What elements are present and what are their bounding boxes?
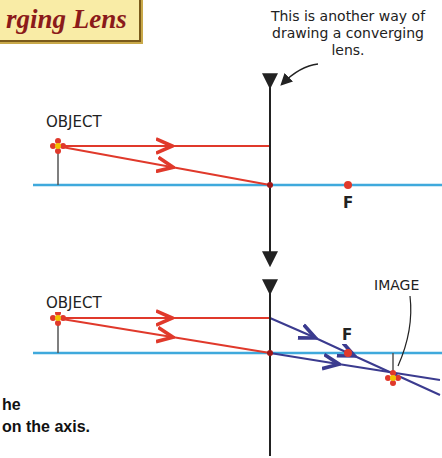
- focal-label: F: [343, 194, 353, 212]
- leader-line: [398, 296, 411, 366]
- light-ray: [62, 317, 270, 319]
- refracted-ray: [270, 353, 440, 380]
- leader-line: [282, 64, 318, 84]
- body-text: on the axis.: [2, 418, 90, 436]
- focal-label: F: [342, 326, 352, 344]
- image-label: IMAGE: [374, 277, 419, 293]
- title-band: rging Lens: [0, 0, 141, 42]
- body-text: he: [2, 396, 21, 414]
- focal-point: [344, 349, 352, 357]
- light-ray: [62, 319, 270, 353]
- light-ray: [62, 145, 270, 147]
- callout-note: This is another way of drawing a converg…: [262, 8, 434, 58]
- image-flower: [385, 370, 401, 386]
- title-text: rging Lens: [6, 4, 127, 35]
- principal-axis: [33, 352, 442, 355]
- light-ray: [62, 147, 270, 185]
- focal-point: [344, 181, 352, 189]
- refracted-ray: [270, 318, 440, 395]
- object-stem: [57, 150, 59, 185]
- object-label: OBJECT: [46, 294, 102, 312]
- object-label: OBJECT: [46, 113, 102, 131]
- principal-axis: [33, 184, 442, 187]
- lens-symbol: [269, 86, 271, 264]
- lens-symbol: [269, 292, 271, 456]
- object-stem: [57, 322, 59, 353]
